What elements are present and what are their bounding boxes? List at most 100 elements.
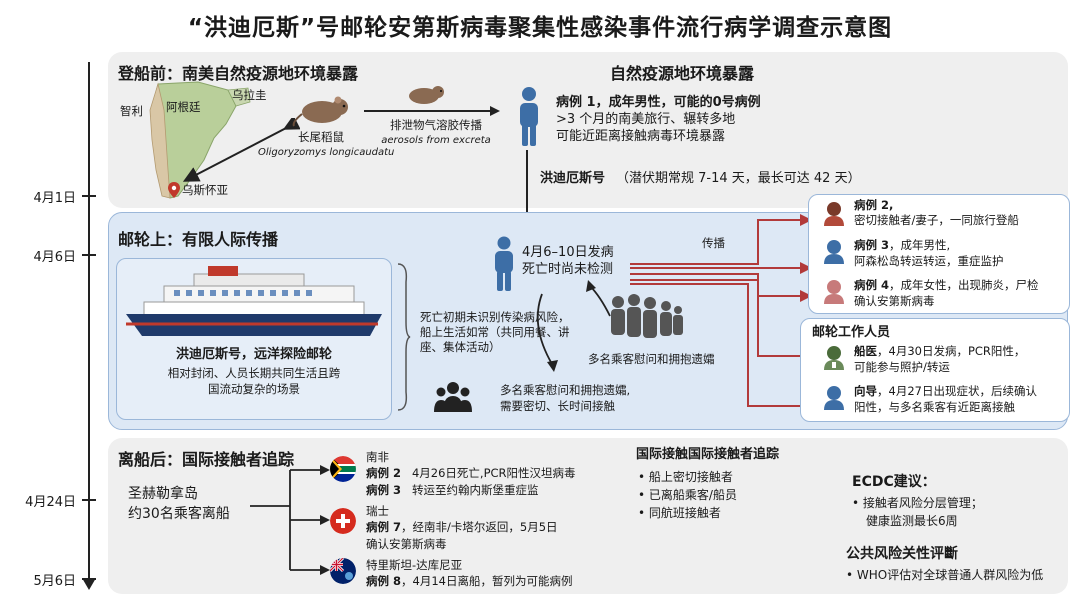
- spread-label: 传播: [702, 236, 725, 250]
- person-icon: [495, 236, 513, 291]
- ecdc-item-text: 接触者风险分层管理；: [862, 496, 983, 510]
- case3-line2: 阿森松岛转运转运，重症监护: [854, 254, 1004, 268]
- female-avatar-icon: [824, 202, 844, 226]
- map-label-chile: 智利: [120, 104, 143, 118]
- timeline-axis: [88, 62, 90, 584]
- ecdc-heading: ECDC建议：: [852, 474, 936, 490]
- person-icon: [520, 87, 538, 146]
- post-disembark-heading: 离船后：国际接触者追踪: [118, 450, 295, 469]
- close-contact-line1: 多名乘客慰问和拥抱遗孀,: [500, 383, 631, 397]
- ch-case7-name: 病例 7: [366, 520, 402, 534]
- map-label-ushuaia: 乌斯怀亚: [182, 183, 228, 197]
- location-pin-icon: [168, 182, 180, 202]
- disembark-count: 约30名乘客离船: [128, 506, 230, 522]
- tracing-item: • 船上密切接触者: [638, 470, 733, 484]
- case1-exposure: 可能近距离接触病毒环境暴露: [556, 129, 726, 144]
- brace-icon: [397, 263, 411, 411]
- timeline-arrow-icon: [82, 578, 96, 590]
- island-name: 圣赫勒拿岛: [128, 486, 198, 502]
- rat-icon: [292, 96, 348, 127]
- td-case8-desc: ，4月14日离船，暂列为可能病例: [401, 574, 573, 588]
- incubation-period: （潜伏期常规 7-14 天，最长可达 42 天）: [616, 171, 861, 186]
- case1-title: 病例 1，成年男性，可能的0号病例: [556, 95, 761, 110]
- crew-doctor-line2: 可能参与照护/转运: [854, 360, 950, 374]
- transmission-label-en: aerosols from excreta: [381, 135, 491, 146]
- case4-line1: 病例 4，成年女性，出现肺炎，尸检: [854, 278, 1039, 293]
- crew-guide-line1: 向导，4月27日出现症状，后续确认: [854, 384, 1037, 399]
- timeline-tick: [82, 578, 96, 580]
- rat-name: 长尾稻鼠: [298, 130, 344, 144]
- female-avatar-icon: [824, 280, 844, 304]
- on-board-heading: 邮轮上：有限人际传播: [118, 230, 279, 249]
- crew-card: [800, 318, 1070, 422]
- timeline-date-apr24: 4月24日: [25, 495, 76, 510]
- sa-case2-name: 病例 2: [366, 466, 402, 480]
- timeline-date-may6: 5月6日: [33, 574, 76, 589]
- td-case8-name: 病例 8: [366, 574, 402, 588]
- mourners-group-icon: [611, 294, 683, 338]
- post-disembark-panel: [108, 438, 1068, 594]
- case3-line1: 病例 3，成年男性,: [854, 238, 950, 253]
- branch-arrows: [250, 465, 330, 575]
- crew-doctor-line1: 船医，4月30日发病，PCR阳性，: [854, 344, 1025, 359]
- tristan-da-cunha-flag-icon: [330, 558, 356, 584]
- onset-date: 4月6–10日发病: [522, 245, 614, 260]
- south-africa-flag-icon: [330, 456, 356, 482]
- switzerland-flag-icon: [330, 508, 356, 534]
- cruise-ship-icon: [126, 266, 382, 336]
- ecdc-item: • 接触者风险分层管理；: [852, 496, 983, 510]
- tracing-heading: 国际接触国际接触者追踪: [636, 447, 780, 462]
- ch-case7: 病例 7，经南非/卡塔尔返回，5月5日: [366, 520, 558, 535]
- case4-name: 病例 4: [854, 278, 890, 292]
- td-case8: 病例 8，4月14日离船，暂列为可能病例: [366, 574, 572, 589]
- pre-boarding-heading: 登船前：南美自然疫源地环境暴露: [118, 64, 359, 83]
- country-tristan: 特里斯坦-达库尼亚: [366, 558, 463, 572]
- transmission-arrow-icon: [364, 106, 500, 116]
- country-south-africa: 南非: [366, 450, 389, 464]
- users-group-icon: [434, 382, 472, 412]
- cycle-arrows-icon: [536, 280, 611, 372]
- double-arrow-icon: [182, 118, 300, 182]
- unidentified-risk-note: 死亡初期未识别传染病风险，船上生活如常（共同用餐、讲座、集体活动）: [420, 310, 570, 354]
- sa-case3-desc: 转运至约翰内斯堡重症监: [411, 483, 539, 497]
- spread-arrows: [630, 214, 812, 412]
- sa-case3: 病例 3 转运至约翰内斯堡重症监: [366, 483, 538, 498]
- sa-case2-desc: 4月26日死亡,PCR阳性汉坦病毒: [411, 466, 576, 480]
- case4-line2: 确认安第斯病毒: [854, 294, 935, 308]
- crew-heading: 邮轮工作人员: [812, 325, 891, 340]
- case1-travel: >3 个月的南美旅行、辗转多地: [556, 112, 736, 127]
- transmission-label: 排泄物气溶胶传播: [390, 118, 482, 132]
- country-switzerland: 瑞士: [366, 504, 389, 518]
- ship-desc-line1: 相对封闭、人员长期共同生活且跨: [167, 366, 341, 380]
- ship-desc-line2: 国流动复杂的场景: [208, 382, 300, 396]
- rat-latin-name: Oligoryzomys longicaudatu: [258, 147, 395, 158]
- case3-desc: ，成年男性,: [889, 238, 951, 252]
- natural-focus-heading: 自然疫源地环境暴露: [610, 64, 755, 83]
- tracing-item-text: 船上密切接触者: [648, 470, 733, 484]
- case2-desc: 密切接触者/妻子，一同旅行登船: [854, 213, 1019, 227]
- passenger-cases-card: [808, 194, 1070, 314]
- tracing-item-text: 已离船乘客/船员: [648, 488, 737, 502]
- mourning-label: 多名乘客慰问和拥抱遗孀: [588, 352, 715, 366]
- small-rat-icon: [409, 86, 444, 104]
- risk-item: • WHO评估对全球普通人群风险为低: [846, 568, 1044, 582]
- crew-guide-desc: ，4月27日出现症状，后续确认: [877, 384, 1037, 398]
- case2-name: 病例 2,: [854, 198, 894, 212]
- sa-case3-name: 病例 3: [366, 483, 402, 497]
- ship-name-label: 洪迪厄斯号: [540, 171, 606, 186]
- doctor-avatar-icon: [824, 346, 844, 370]
- sa-case2: 病例 2 4月26日死亡,PCR阳性汉坦病毒: [366, 466, 576, 481]
- crew-guide-name: 向导: [854, 384, 877, 398]
- crew-guide-line2: 阳性，与多名乘客有近距离接触: [854, 400, 1015, 414]
- close-contact-line2: 需要密切、长时间接触: [500, 399, 615, 413]
- risk-item-text: WHO评估对全球普通人群风险为低: [856, 568, 1044, 582]
- map-label-argentina: 阿根廷: [166, 100, 201, 114]
- timeline-tick: [82, 499, 96, 501]
- ecdc-item: 健康监测最长6周: [866, 514, 958, 528]
- case3-name: 病例 3: [854, 238, 890, 252]
- tracing-item: • 已离船乘客/船员: [638, 488, 737, 502]
- onset-status: 死亡时尚未检测: [522, 262, 614, 277]
- case4-desc: ，成年女性，出现肺炎，尸检: [889, 278, 1039, 292]
- ch-case7-confirm: 确认安第斯病毒: [366, 537, 447, 551]
- crew-doctor-name: 船医: [854, 344, 877, 358]
